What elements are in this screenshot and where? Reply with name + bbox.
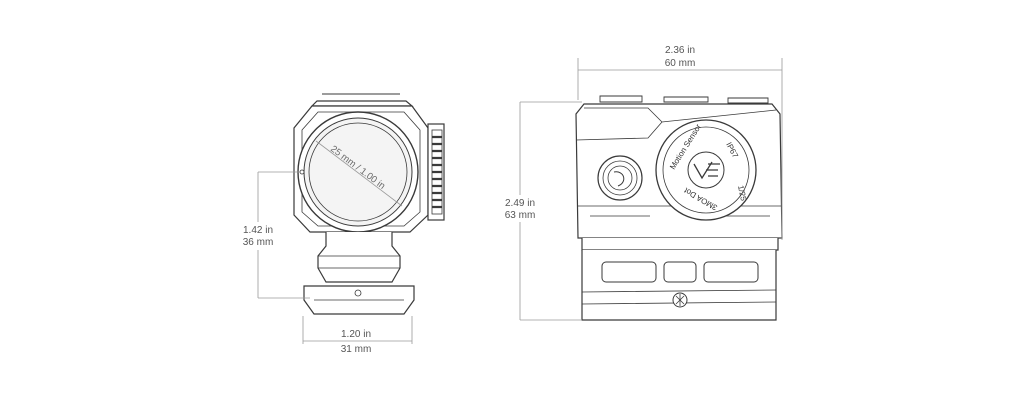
width-inches: 2.36 in [665, 45, 695, 56]
total-height-inches: 2.49 in [505, 198, 535, 209]
axis-height-mm: 36 mm [243, 237, 274, 248]
base-width-mm: 31 mm [341, 344, 372, 355]
front-view [293, 93, 445, 315]
width-mm: 60 mm [665, 58, 696, 69]
base-width-inches: 1.20 in [341, 329, 371, 340]
total-height-mm: 63 mm [505, 210, 536, 221]
total-height-dimension [519, 101, 582, 321]
side-view [575, 95, 783, 321]
base-width-dimension [302, 316, 413, 344]
width-dimension [577, 58, 783, 240]
axis-height-inches: 1.42 in [243, 225, 273, 236]
axis-height-dimension [257, 171, 310, 299]
click-value-label: 1/25 [736, 185, 748, 203]
